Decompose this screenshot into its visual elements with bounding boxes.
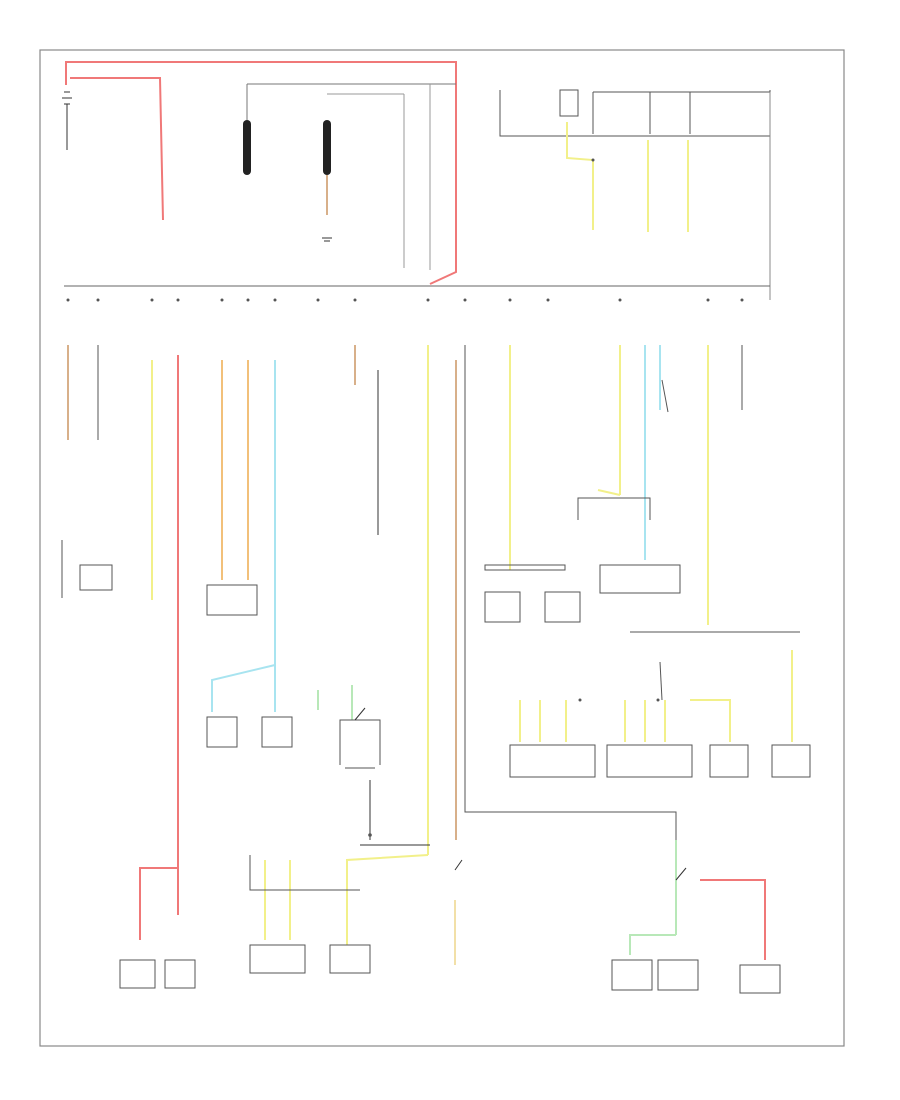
battery-feed-wires xyxy=(65,61,457,285)
fuse-link-icon xyxy=(243,83,456,175)
connector-icon xyxy=(66,158,744,837)
fuse-box-upper-right xyxy=(499,89,771,300)
fuse-link-icon xyxy=(323,84,431,270)
right-branch-wires xyxy=(509,345,793,960)
diagram-frame xyxy=(39,49,845,1047)
battery-icon xyxy=(62,91,72,150)
left-components xyxy=(61,345,430,989)
switch-icon xyxy=(354,707,687,881)
ground-icon xyxy=(322,237,332,242)
top-right-feed-wires xyxy=(566,122,689,232)
left-branch-wires xyxy=(67,345,457,965)
right-components xyxy=(464,345,811,994)
